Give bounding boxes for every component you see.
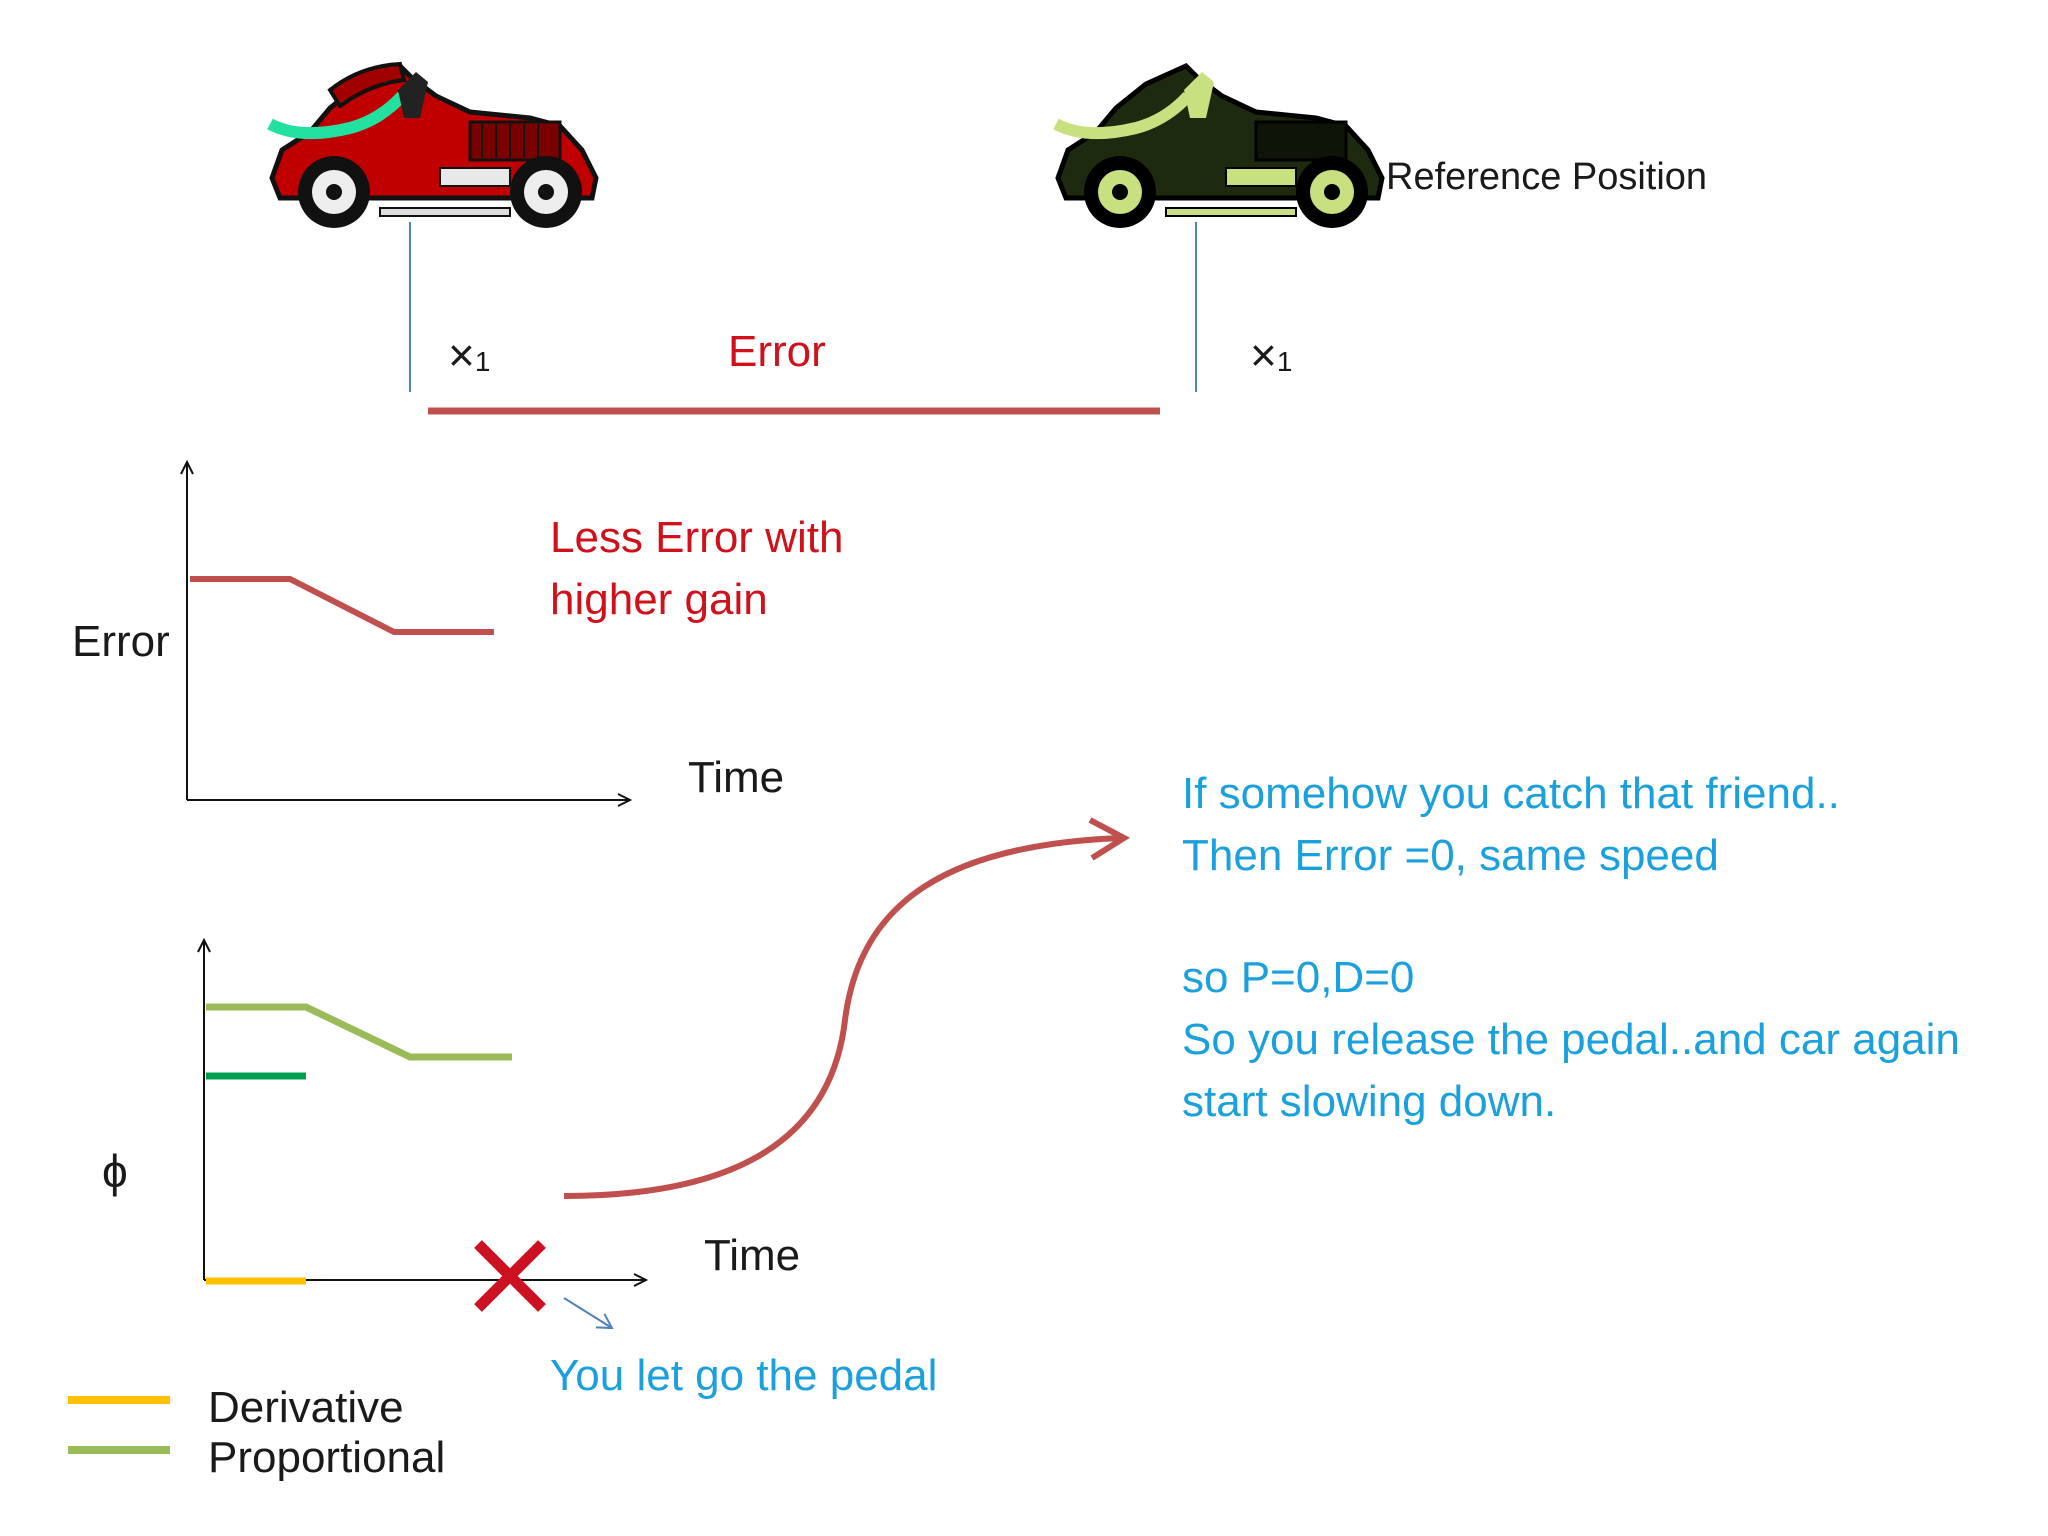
phi-axis-label: ϕ [102, 1145, 128, 1197]
curved-arrow-icon [563, 817, 1131, 1199]
x-left-symbol: × [448, 329, 475, 381]
x1-left-label: ×1 [448, 332, 490, 378]
legend-derivative-label: Derivative [208, 1383, 404, 1432]
time-axis-label-bottom: Time [704, 1231, 801, 1280]
pd-zero-line1: so P=0,D=0 [1182, 953, 1415, 1002]
phi-graph [204, 940, 646, 1281]
x-right-subscript: 1 [1276, 346, 1293, 377]
x1-right-label: ×1 [1250, 332, 1292, 378]
error-bar-label: Error [728, 327, 826, 376]
legend-proportional-label: Proportional [208, 1433, 446, 1482]
race-car-icon-red [267, 61, 599, 228]
x-right-symbol: × [1250, 329, 1277, 381]
catch-friend-line2: Then Error =0, same speed [1182, 831, 1719, 880]
pedal-pointer-arrow [563, 1297, 614, 1330]
pd-zero-line3: start slowing down. [1182, 1077, 1557, 1126]
catch-friend-line1: If somehow you catch that friend.. [1182, 769, 1840, 818]
less-error-line2: higher gain [550, 575, 768, 624]
error-axis-label: Error [72, 617, 170, 666]
pedal-note: You let go the pedal [550, 1351, 938, 1400]
time-axis-label-top: Time [688, 753, 785, 802]
pd-zero-line2: So you release the pedal..and car again [1182, 1015, 1960, 1064]
x-left-subscript: 1 [474, 346, 491, 377]
error-graph [187, 462, 630, 800]
proportional-curve [206, 1003, 512, 1061]
less-error-line1: Less Error with [550, 513, 844, 562]
reference-position-label: Reference Position [1386, 156, 1708, 198]
cross-mark-icon [474, 1240, 546, 1312]
race-car-icon-dark [1053, 63, 1385, 228]
error-curve [190, 576, 494, 635]
